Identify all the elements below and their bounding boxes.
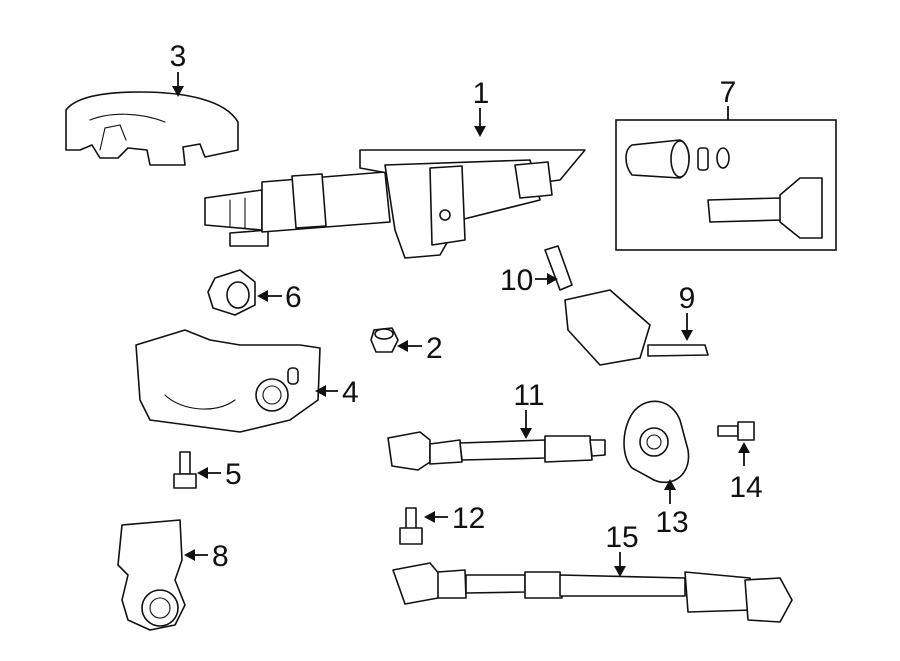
callout-8: 8: [184, 540, 229, 573]
callout-9-label: 9: [679, 282, 696, 315]
nut-part[interactable]: [370, 327, 399, 353]
callout-6: 6: [257, 281, 302, 314]
callout-8-label: 8: [212, 540, 229, 573]
callout-1-label: 1: [473, 77, 490, 110]
callout-10-label: 10: [500, 264, 533, 297]
callout-11: 11: [513, 379, 545, 439]
callout-11-label: 11: [513, 379, 544, 412]
callout-6-label: 6: [285, 281, 302, 314]
callout-1: 1: [473, 77, 490, 137]
bolt-5-part[interactable]: [173, 451, 197, 489]
clip-part[interactable]: [207, 269, 256, 316]
callout-10: 10: [500, 264, 558, 297]
multifunction-switch-part[interactable]: [544, 245, 709, 366]
callout-4: 4: [315, 376, 359, 409]
callout-14: 14: [729, 442, 763, 504]
callout-9: 9: [679, 282, 696, 341]
callout-7: 7: [720, 76, 737, 120]
callout-15: 15: [605, 521, 639, 577]
callout-12: 12: [424, 502, 485, 535]
callout-5-label: 5: [225, 458, 242, 491]
lower-shaft-15-part[interactable]: [392, 562, 793, 623]
lock-cylinder-kit-part[interactable]: [615, 119, 837, 251]
callout-3: 3: [170, 40, 187, 97]
callout-15-label: 15: [605, 521, 638, 554]
upper-shroud-part[interactable]: [65, 91, 239, 166]
callout-13-label: 13: [655, 506, 688, 539]
callout-2-label: 2: [426, 332, 443, 365]
callout-13: 13: [655, 479, 689, 539]
callout-7-label: 7: [720, 76, 737, 109]
ignition-housing-part[interactable]: [117, 519, 186, 631]
callout-5: 5: [197, 458, 242, 491]
callout-3-label: 3: [170, 40, 187, 73]
steering-column-part[interactable]: [204, 149, 586, 259]
bearing-plate-part[interactable]: [623, 400, 690, 484]
callout-4-label: 4: [342, 376, 359, 409]
intermediate-shaft-11-part[interactable]: [387, 431, 606, 471]
callout-12-label: 12: [452, 502, 485, 535]
lower-shroud-part[interactable]: [135, 329, 321, 433]
bolt-14-part[interactable]: [717, 421, 755, 441]
bolt-12-part[interactable]: [399, 507, 423, 545]
callout-14-label: 14: [729, 471, 762, 504]
callout-2: 2: [397, 332, 443, 365]
